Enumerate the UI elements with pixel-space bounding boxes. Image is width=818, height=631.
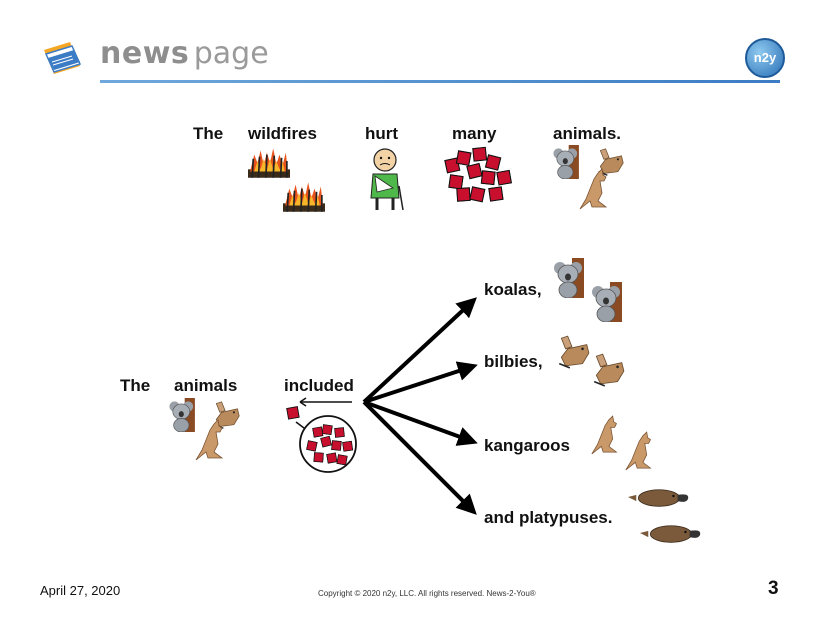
bilby-icon bbox=[555, 334, 591, 370]
branch-koalas: koalas, bbox=[484, 280, 542, 299]
koala-icon bbox=[588, 282, 628, 322]
footer-copyright: Copyright © 2020 n2y, LLC. All rights re… bbox=[318, 589, 536, 598]
kangaroo-icon bbox=[622, 430, 660, 472]
wildfire-icon bbox=[283, 180, 325, 212]
branch-arrows bbox=[360, 290, 490, 530]
branch-kangaroos: kangaroos bbox=[484, 436, 570, 455]
s1-word-hurt: hurt bbox=[365, 124, 399, 143]
included-icon bbox=[282, 396, 362, 476]
koala-icon bbox=[550, 258, 590, 298]
news-page-icon bbox=[40, 36, 84, 80]
arrow-koalas bbox=[362, 297, 477, 404]
branch-bilbies: bilbies, bbox=[484, 352, 543, 371]
hurt-person-icon bbox=[363, 146, 407, 212]
many-squares-icon bbox=[440, 146, 514, 208]
s1-word-many: many bbox=[452, 124, 497, 143]
arrow-platypuses bbox=[362, 400, 477, 515]
s1-word-animals: animals. bbox=[553, 124, 622, 143]
animals-group-icon bbox=[166, 396, 244, 462]
brand-light: page bbox=[193, 36, 269, 71]
wildfire-icon bbox=[248, 146, 290, 178]
page-number: 3 bbox=[768, 578, 779, 599]
platypus-icon bbox=[640, 520, 702, 546]
n2y-logo: n2y bbox=[745, 38, 785, 78]
s1-word-the: The bbox=[193, 124, 224, 143]
animals-group-icon bbox=[550, 145, 628, 211]
footer-date: April 27, 2020 bbox=[40, 583, 121, 598]
s2-word-included: included bbox=[284, 376, 354, 395]
n2y-logo-text: n2y bbox=[753, 50, 777, 65]
brand-title: news page bbox=[100, 36, 269, 71]
s2-word-the: The bbox=[120, 376, 151, 395]
arrow-bilbies bbox=[363, 361, 478, 404]
arrow-kangaroos bbox=[363, 400, 478, 446]
s2-word-animals: animals bbox=[174, 376, 238, 395]
kangaroo-icon bbox=[588, 414, 626, 456]
header-rule bbox=[100, 80, 780, 83]
platypus-icon bbox=[628, 484, 690, 510]
brand-bold: news bbox=[100, 36, 190, 71]
s1-word-wildfires: wildfires bbox=[248, 124, 317, 143]
bilby-icon bbox=[590, 352, 626, 388]
branch-platypuses: and platypuses. bbox=[484, 508, 613, 527]
